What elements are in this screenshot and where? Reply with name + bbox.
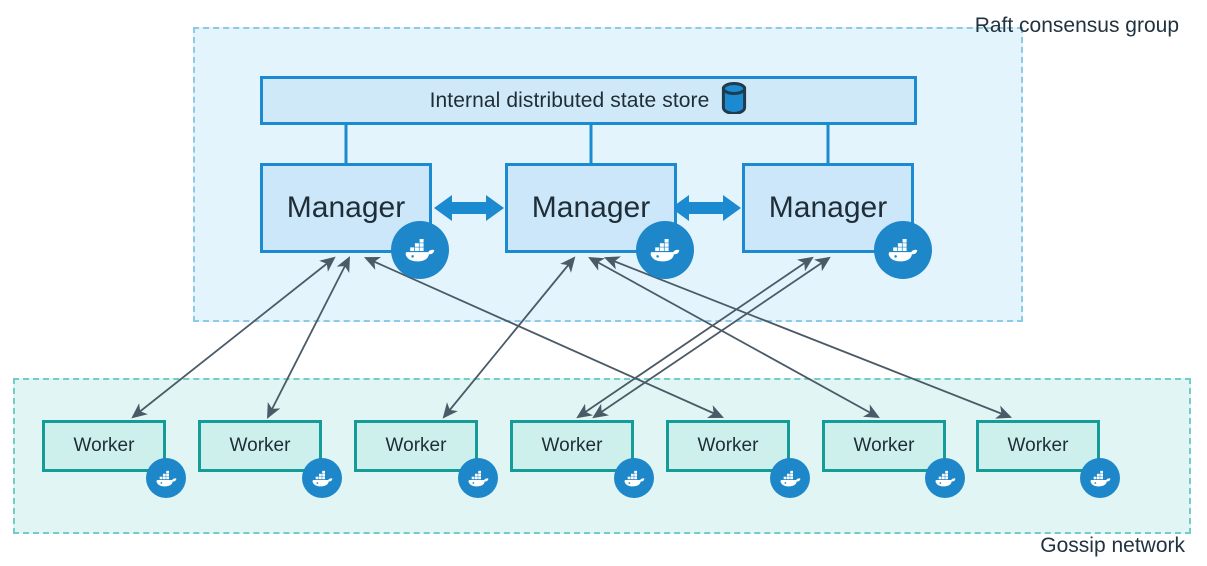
worker-node-1[interactable]: Worker <box>42 420 166 472</box>
worker-node-label: Worker <box>853 435 915 456</box>
manager-node-label: Manager <box>286 191 406 224</box>
docker-whale-icon <box>302 458 342 498</box>
worker-node-4[interactable]: Worker <box>510 420 634 472</box>
docker-whale-icon <box>614 458 654 498</box>
docker-whale-icon <box>925 458 965 498</box>
internal-state-store-node[interactable]: Internal distributed state store <box>260 76 917 125</box>
worker-node-label: Worker <box>73 435 135 456</box>
docker-whale-icon <box>458 458 498 498</box>
worker-node-3[interactable]: Worker <box>354 420 478 472</box>
worker-node-label: Worker <box>541 435 603 456</box>
worker-node-label: Worker <box>229 435 291 456</box>
worker-node-6[interactable]: Worker <box>822 420 946 472</box>
worker-node-label: Worker <box>1007 435 1069 456</box>
manager-node-label: Manager <box>531 191 651 224</box>
worker-node-5[interactable]: Worker <box>666 420 790 472</box>
docker-whale-icon <box>874 221 932 279</box>
worker-node-2[interactable]: Worker <box>198 420 322 472</box>
manager-node-1[interactable]: Manager <box>260 163 432 253</box>
manager-node-label: Manager <box>768 191 888 224</box>
state-store-label: Internal distributed state store <box>429 88 710 112</box>
worker-node-label: Worker <box>697 435 759 456</box>
docker-whale-icon <box>636 221 694 279</box>
manager-node-3[interactable]: Manager <box>742 163 914 253</box>
worker-node-7[interactable]: Worker <box>976 420 1100 472</box>
docker-whale-icon <box>770 458 810 498</box>
docker-whale-icon <box>1080 458 1120 498</box>
raft-consensus-group-label: Raft consensus group <box>974 14 1179 37</box>
worker-node-label: Worker <box>385 435 447 456</box>
docker-whale-icon <box>146 458 186 498</box>
gossip-network-label: Gossip network <box>1040 534 1185 557</box>
docker-whale-icon <box>391 221 449 279</box>
database-cylinder-icon <box>721 82 747 119</box>
